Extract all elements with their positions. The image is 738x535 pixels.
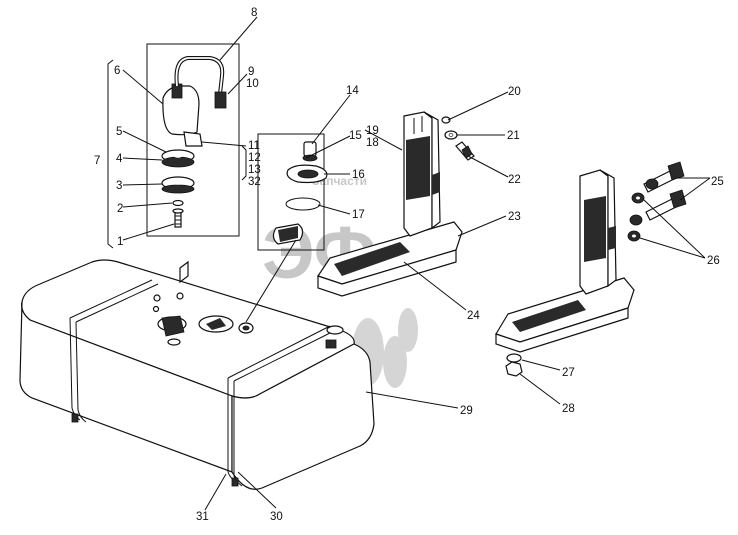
seal-ring-17 xyxy=(285,197,321,211)
sender-unit-group xyxy=(107,43,247,249)
callout-18: 18 xyxy=(366,137,379,149)
bracket-pad-24 xyxy=(334,242,410,276)
screw-1-head xyxy=(172,208,184,214)
callout-26: 26 xyxy=(707,255,720,267)
tank-bracket-rear xyxy=(495,169,635,353)
filler-group-frame xyxy=(257,133,325,251)
bracket-fasteners-front xyxy=(441,116,475,161)
strap-30-clip xyxy=(325,339,337,349)
callout-labels: 1 2 3 4 5 6 7 8 9 10 11 12 13 32 14 15 1… xyxy=(94,7,724,523)
vent-valve-14-base xyxy=(302,154,318,162)
tank-bracket-front xyxy=(317,111,463,297)
callout-8: 8 xyxy=(251,7,257,19)
callout-16: 16 xyxy=(352,169,365,181)
sender-group-frame xyxy=(146,43,240,237)
callout-23: 23 xyxy=(508,211,521,223)
tank-bolt-a xyxy=(153,294,161,302)
callout-22: 22 xyxy=(508,174,521,186)
callout-21: 21 xyxy=(507,130,520,142)
nut-28 xyxy=(505,361,523,377)
washer-2 xyxy=(172,199,184,207)
tank-sender-unit xyxy=(161,315,185,337)
callout-6: 6 xyxy=(114,65,120,77)
callout-13: 13 xyxy=(248,164,261,176)
bracket-pad-rear xyxy=(512,300,586,332)
callout-12: 12 xyxy=(248,152,261,164)
callout-1: 1 xyxy=(117,236,123,248)
bracket-upright-pad-19 xyxy=(406,136,430,200)
tank-sender-connector xyxy=(167,338,181,346)
callout-17: 17 xyxy=(352,209,365,221)
callout-24: 24 xyxy=(467,310,480,322)
tank-end-face xyxy=(231,343,375,490)
strap-30-top xyxy=(227,325,331,379)
strap-31-end xyxy=(71,413,79,423)
callout-20: 20 xyxy=(508,86,521,98)
tank-top-fitting xyxy=(179,260,189,284)
bracket-7 xyxy=(107,59,114,249)
filler-plate-16-center xyxy=(297,169,319,179)
bracket-upright-rear-pad xyxy=(584,196,606,262)
callout-29: 29 xyxy=(460,405,473,417)
callout-32: 32 xyxy=(248,176,261,188)
callout-15: 15 xyxy=(349,130,362,142)
callout-28: 28 xyxy=(562,403,575,415)
strap-31-top xyxy=(69,279,153,319)
callout-11: 11 xyxy=(248,140,260,152)
bracket-11-32 xyxy=(241,145,247,181)
sensor-connector xyxy=(171,83,183,99)
callout-7: 7 xyxy=(94,155,100,167)
bracket-base-rear-side xyxy=(495,307,629,353)
callout-14: 14 xyxy=(346,85,359,97)
callout-25: 25 xyxy=(711,176,724,188)
callout-3: 3 xyxy=(116,180,122,192)
callout-2: 2 xyxy=(117,203,123,215)
bracket-upright-front-side xyxy=(423,111,441,230)
strap-30-end xyxy=(231,477,239,487)
callout-27: 27 xyxy=(562,367,575,379)
callout-10: 10 xyxy=(246,78,259,90)
tank-vent-fitting xyxy=(326,325,344,335)
leader-lines xyxy=(122,16,711,511)
gasket-5-edge xyxy=(161,156,195,168)
washer-27 xyxy=(506,353,522,363)
filler-neck-group xyxy=(257,133,328,251)
bracket-base-front-side xyxy=(317,249,457,297)
callout-4: 4 xyxy=(116,153,123,165)
bracket-bottom-fasteners xyxy=(505,353,523,377)
callout-5: 5 xyxy=(116,126,122,138)
bracket-fasteners-rear xyxy=(627,161,687,242)
callout-31: 31 xyxy=(196,511,209,523)
tank-bolt-b xyxy=(176,292,184,300)
seal-ring-3-edge xyxy=(161,184,195,194)
callout-30: 30 xyxy=(270,511,283,523)
sensor-bracket xyxy=(183,131,203,147)
fuel-tank xyxy=(19,259,375,490)
washer-20 xyxy=(441,116,451,124)
cable-plug xyxy=(214,91,227,109)
callout-9: 9 xyxy=(248,66,254,78)
callout-19: 19 xyxy=(366,125,379,137)
